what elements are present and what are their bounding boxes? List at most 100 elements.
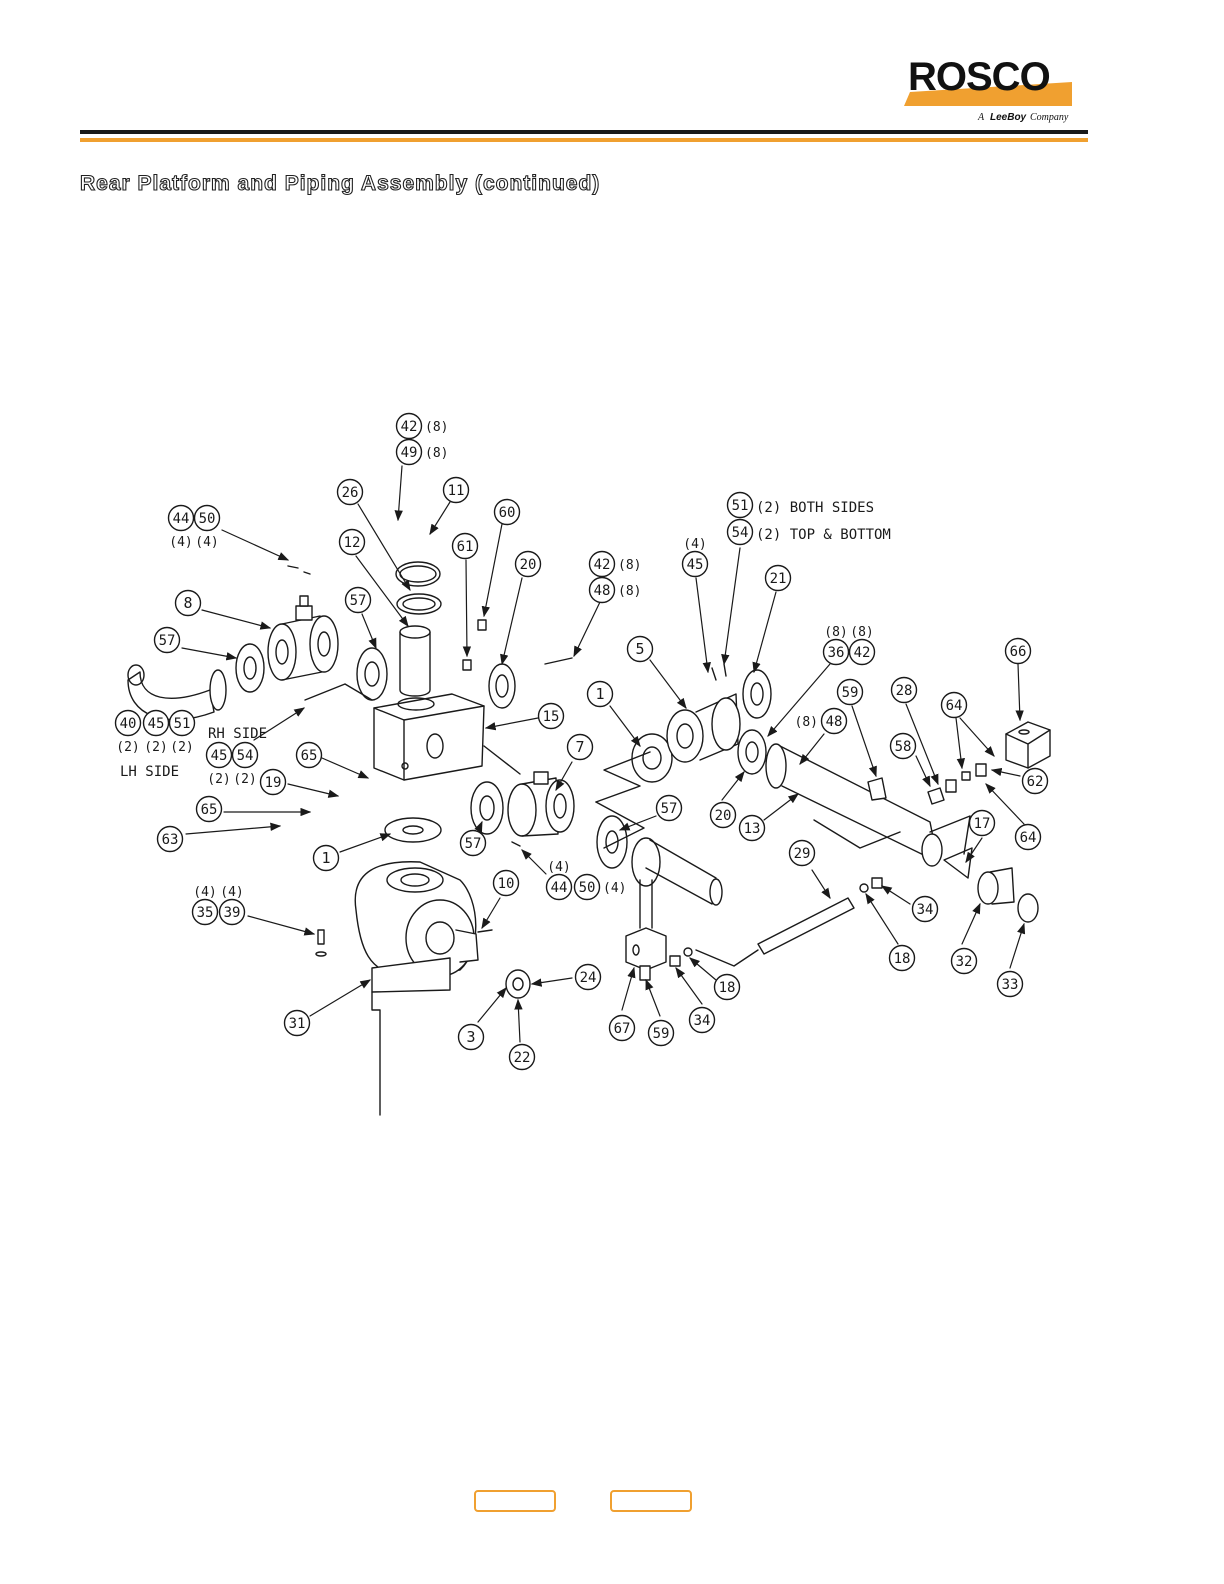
callout-number: 42 bbox=[854, 645, 871, 661]
callout-64: 64 bbox=[940, 691, 968, 719]
callout-1: 1 bbox=[312, 844, 340, 872]
callout-1: 1 bbox=[586, 680, 614, 708]
callout-number: 34 bbox=[917, 902, 934, 918]
callout-number: 31 bbox=[289, 1016, 306, 1032]
callout-number: 7 bbox=[575, 738, 584, 756]
callout-34: 34 bbox=[911, 895, 939, 923]
callout-number: 1 bbox=[321, 849, 330, 867]
callout-44: 44(4) bbox=[167, 504, 195, 550]
callout-15: 15 bbox=[537, 702, 565, 730]
callout-number: 57 bbox=[465, 836, 482, 852]
callout-number: 39 bbox=[224, 905, 241, 921]
logo-tagline-prefix: A bbox=[977, 112, 985, 123]
callout-number: 49 bbox=[401, 445, 418, 461]
callout-number: 58 bbox=[895, 739, 912, 755]
callout-13: 13 bbox=[738, 814, 766, 842]
callout-number: 1 bbox=[595, 685, 604, 703]
callout-number: 15 bbox=[543, 709, 560, 725]
callout-number: 60 bbox=[499, 505, 516, 521]
callout-50: 50 (4) bbox=[573, 873, 626, 901]
callout-quantity: (8) bbox=[618, 584, 641, 599]
callout-62: 62 bbox=[1021, 767, 1049, 795]
previous-page-button[interactable] bbox=[474, 1490, 556, 1512]
callout-number: 33 bbox=[1002, 977, 1019, 993]
callout-number: 64 bbox=[1020, 830, 1037, 846]
callout-22: 22 bbox=[508, 1043, 536, 1071]
callout-48: 48(8) bbox=[795, 707, 848, 735]
callout-32: 32 bbox=[950, 947, 978, 975]
callout-number: 34 bbox=[694, 1013, 711, 1029]
callout-number: 63 bbox=[162, 832, 179, 848]
callout-quantity: (2) bbox=[207, 772, 230, 787]
callout-number: 18 bbox=[894, 951, 911, 967]
callout-59: 59 bbox=[836, 678, 864, 706]
callout-57: 57 bbox=[459, 829, 487, 857]
callout-number: 44 bbox=[551, 880, 568, 896]
callout-number: 65 bbox=[201, 802, 218, 818]
callout-5: 5 bbox=[626, 635, 654, 663]
callout-number: 67 bbox=[614, 1021, 631, 1037]
header-rule-black bbox=[80, 130, 1088, 134]
callout-number: 28 bbox=[896, 683, 913, 699]
callout-number: 26 bbox=[342, 485, 359, 501]
callout-number: 22 bbox=[514, 1050, 531, 1066]
callout-quantity: (8) bbox=[425, 446, 448, 461]
callout-number: 50 bbox=[199, 511, 216, 527]
callout-48: 48(8) bbox=[588, 576, 641, 604]
callout-59: 59 bbox=[647, 1019, 675, 1047]
callout-61: 61 bbox=[451, 532, 479, 560]
callout-number: 11 bbox=[448, 483, 465, 499]
callout-number: 57 bbox=[350, 593, 367, 609]
parts-drawing bbox=[127, 561, 1051, 1116]
callout-54: 54 bbox=[726, 518, 754, 546]
callout-33: 33 bbox=[996, 970, 1024, 998]
callout-number: 17 bbox=[974, 816, 991, 832]
callout-number: 66 bbox=[1010, 644, 1027, 660]
callout-18: 18 bbox=[888, 944, 916, 972]
callout-number: 32 bbox=[956, 954, 973, 970]
callout-51: 51(2) bbox=[168, 709, 196, 755]
callout-number: 59 bbox=[842, 685, 859, 701]
callout-7: 7 bbox=[566, 733, 594, 761]
callout-number: 50 bbox=[579, 880, 596, 896]
callout-number: 21 bbox=[770, 571, 787, 587]
next-page-button[interactable] bbox=[610, 1490, 692, 1512]
callout-20: 20 bbox=[709, 801, 737, 829]
callout-quantity: (8) bbox=[795, 715, 818, 730]
callout-number: 45 bbox=[211, 748, 228, 764]
callout-quantity: (4) bbox=[603, 881, 626, 896]
callout-number: 45 bbox=[687, 557, 704, 573]
leader-lines bbox=[181, 465, 1026, 1043]
logo-tagline-suffix: Company bbox=[1030, 112, 1069, 123]
callout-quantity: (8) bbox=[618, 558, 641, 573]
callout-quantity: (8) bbox=[850, 625, 873, 640]
callout-35: 35(4) bbox=[191, 885, 219, 926]
callout-58: 58 bbox=[889, 732, 917, 760]
callout-60: 60 bbox=[493, 498, 521, 526]
callout-number: 57 bbox=[159, 633, 176, 649]
callout-number: 13 bbox=[744, 821, 761, 837]
callout-57: 57 bbox=[655, 794, 683, 822]
callout-10: 10 bbox=[492, 869, 520, 897]
callout-29: 29 bbox=[788, 839, 816, 867]
callout-63: 63 bbox=[156, 825, 184, 853]
callout-number: 65 bbox=[301, 748, 318, 764]
callout-quantity: (4) bbox=[169, 535, 192, 550]
callout-number: 54 bbox=[237, 748, 254, 764]
callout-quantity: (4) bbox=[195, 535, 218, 550]
callout-64: 64 bbox=[1014, 823, 1042, 851]
callout-number: 5 bbox=[635, 640, 644, 658]
callout-number: 61 bbox=[457, 539, 474, 555]
callout-20: 20 bbox=[514, 550, 542, 578]
callout-57: 57 bbox=[344, 586, 372, 614]
callout-quantity: (4) bbox=[547, 860, 570, 875]
callout-42: 42(8) bbox=[848, 625, 876, 666]
callout-24: 24 bbox=[574, 963, 602, 991]
callout-quantity: (4) bbox=[683, 537, 706, 552]
callout-number: 36 bbox=[828, 645, 845, 661]
note-rh-side: RH SIDE bbox=[208, 726, 267, 742]
callout-quantity: (2) bbox=[116, 740, 139, 755]
callout-51: 51 bbox=[726, 491, 754, 519]
